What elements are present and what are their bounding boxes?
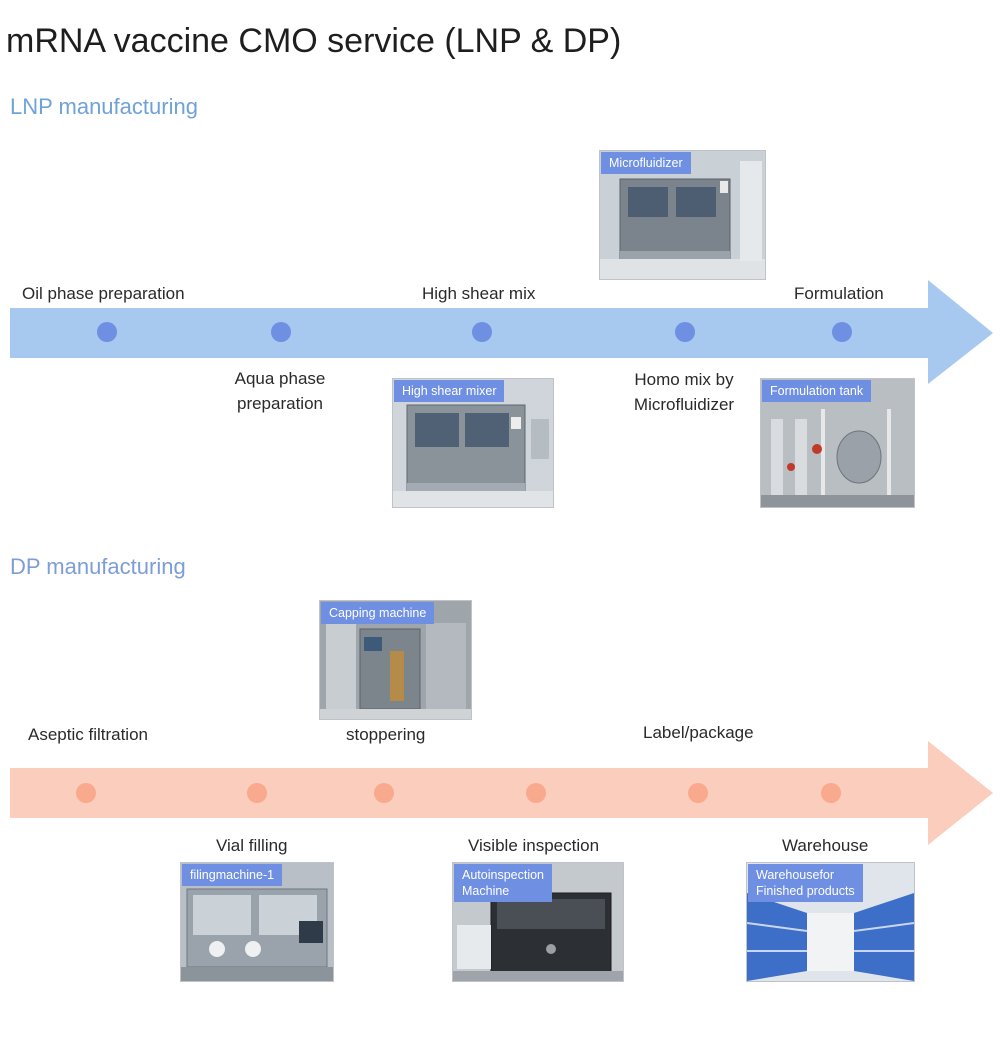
lnp-step-dot xyxy=(675,322,695,342)
photo-label: Microfluidizer xyxy=(601,152,691,174)
dp-step-vial-filling: Vial filling xyxy=(216,836,288,855)
photo-label: Warehousefor Finished products xyxy=(748,864,863,902)
microfluidizer-photo: Microfluidizer xyxy=(599,150,766,280)
lnp-step-high-shear-mix: High shear mix xyxy=(422,284,536,303)
dp-step-visible-inspection: Visible inspection xyxy=(468,836,600,855)
lnp-process-arrow xyxy=(10,280,993,384)
dp-step-dot xyxy=(688,783,708,803)
photo-label: filingmachine-1 xyxy=(182,864,283,886)
autoinspection-machine-photo: Autoinspection Machine xyxy=(452,862,624,982)
lnp-step-oil-phase: Oil phase preparation xyxy=(22,284,185,303)
formulation-tank-photo: Formulation tank xyxy=(760,378,915,508)
dp-step-aseptic-filtration: Aseptic filtration xyxy=(28,725,148,744)
lnp-step-homo-mix: Homo mix by Microfluidizer xyxy=(633,370,735,414)
lnp-step-dot xyxy=(97,322,117,342)
lnp-step-dot xyxy=(271,322,291,342)
capping-machine-photo: Capping machine xyxy=(319,600,472,720)
photo-label: Formulation tank xyxy=(762,380,872,402)
machine-photo-icon xyxy=(393,379,553,507)
filling-machine-photo: filingmachine-1 xyxy=(180,862,334,982)
dp-step-label-package: Label/package xyxy=(643,723,754,742)
high-shear-mixer-photo: High shear mixer xyxy=(392,378,554,508)
photo-label: Autoinspection Machine xyxy=(454,864,553,902)
dp-step-dot xyxy=(374,783,394,803)
lnp-section-heading: LNP manufacturing xyxy=(10,94,198,119)
lnp-step-dot xyxy=(472,322,492,342)
dp-step-dot xyxy=(76,783,96,803)
photo-label: High shear mixer xyxy=(394,380,505,402)
lnp-step-formulation: Formulation xyxy=(794,284,884,303)
dp-step-dot xyxy=(526,783,546,803)
photo-label: Capping machine xyxy=(321,602,435,624)
dp-section-heading: DP manufacturing xyxy=(10,554,186,579)
dp-step-stoppering: stoppering xyxy=(346,725,426,744)
lnp-step-aqua-phase: Aqua phase preparation xyxy=(234,369,326,413)
warehouse-photo: Warehousefor Finished products xyxy=(746,862,915,982)
lnp-step-dot xyxy=(832,322,852,342)
dp-step-dot xyxy=(247,783,267,803)
dp-process-arrow xyxy=(10,741,993,845)
dp-step-dot xyxy=(821,783,841,803)
dp-step-warehouse: Warehouse xyxy=(782,836,869,855)
page-title: mRNA vaccine CMO service (LNP & DP) xyxy=(6,22,622,60)
